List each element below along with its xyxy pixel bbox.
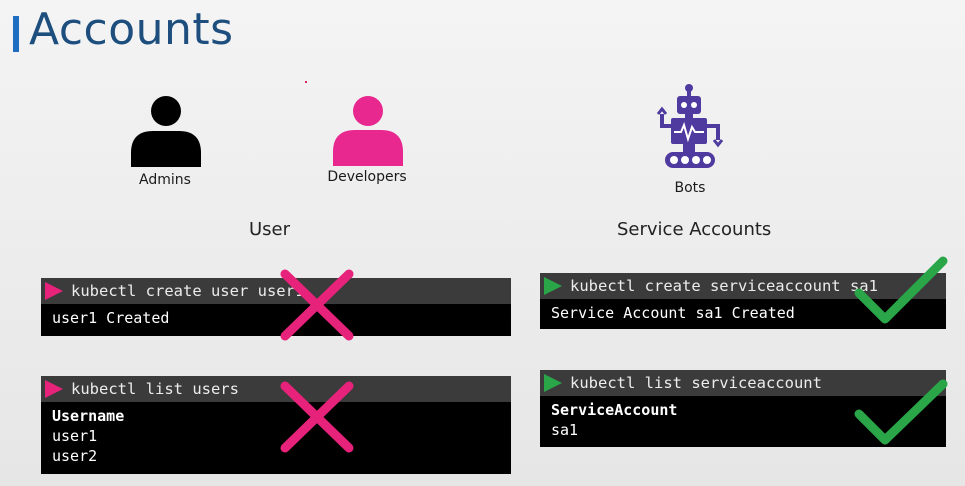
create-serviceaccount-terminal: kubectl create serviceaccount sa1 Servic…: [540, 273, 946, 329]
terminal-command: kubectl list users: [71, 380, 239, 398]
prompt-arrow-icon: [544, 374, 562, 392]
create-user-terminal: kubectl create user user1 user1 Created: [41, 278, 511, 336]
terminal-command: kubectl list serviceaccount: [570, 374, 822, 392]
prompt-arrow-icon: [544, 277, 562, 295]
terminal-command-bar: kubectl list users: [41, 376, 511, 402]
terminal-command: kubectl create serviceaccount sa1: [570, 277, 878, 295]
terminal-output-header: Username: [52, 407, 125, 425]
page-title: Accounts: [29, 4, 234, 55]
terminal-output-line: user1 Created: [52, 309, 170, 327]
prompt-arrow-icon: [45, 380, 63, 398]
terminal-output-header: ServiceAccount: [551, 401, 678, 419]
admins-label: Admins: [139, 172, 191, 188]
developers-person-icon: [333, 96, 403, 166]
terminal-output-line: sa1: [551, 421, 579, 439]
terminal-command-bar: kubectl create serviceaccount sa1: [540, 273, 946, 299]
list-users-terminal: kubectl list users Username user1 user2: [41, 376, 511, 474]
admins-person-icon: [131, 96, 201, 167]
user-section-heading: User: [249, 219, 291, 240]
list-serviceaccount-terminal: kubectl list serviceaccount ServiceAccou…: [540, 370, 946, 447]
terminal-command: kubectl create user user1: [71, 282, 305, 300]
service-accounts-section-heading: Service Accounts: [617, 219, 772, 240]
decorative-dot: [305, 81, 307, 83]
prompt-arrow-icon: [45, 282, 63, 300]
developers-label: Developers: [327, 169, 407, 185]
bots-robot-icon: [656, 84, 724, 168]
cross-mark-icon: [280, 381, 354, 453]
check-mark-icon: [854, 256, 948, 324]
terminal-command-bar: kubectl list serviceaccount: [540, 370, 946, 396]
terminal-command-bar: kubectl create user user1: [41, 278, 511, 304]
cross-mark-icon: [280, 269, 354, 341]
terminal-output-line: user1: [52, 427, 98, 445]
terminal-output-line: Service Account sa1 Created: [551, 304, 795, 322]
check-mark-icon: [854, 379, 948, 445]
title-accent-bar: [13, 16, 19, 52]
terminal-output-line: user2: [52, 447, 98, 465]
bots-label: Bots: [674, 180, 706, 196]
